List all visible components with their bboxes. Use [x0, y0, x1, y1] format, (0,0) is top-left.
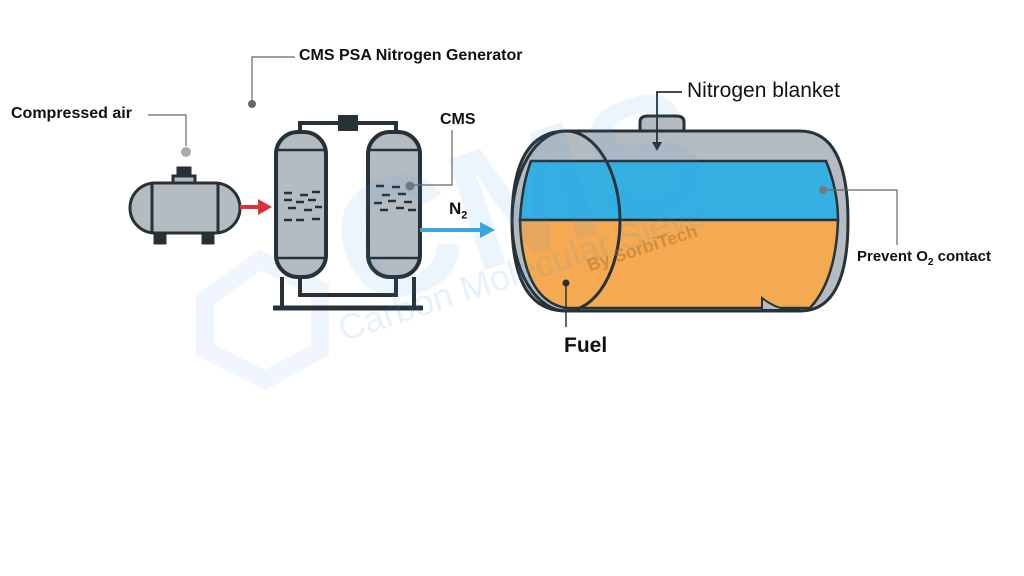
- generator-title-leader: [251, 56, 295, 100]
- air-inlet-arrow: [240, 199, 272, 215]
- air-compressor: [128, 166, 242, 245]
- psa-generator: [273, 115, 423, 311]
- prevent-tail: contact: [933, 248, 991, 265]
- n2-outlet-arrow: [420, 222, 495, 238]
- prevent-o2-label: Prevent O2 contact: [857, 248, 991, 268]
- fuel-label: Fuel: [564, 334, 608, 357]
- prevent-main: Prevent O: [857, 248, 928, 265]
- prevent-dot: [819, 186, 827, 194]
- generator-title-dot: [248, 100, 256, 108]
- nitrogen-blanket-arrowhead: [652, 142, 662, 151]
- compressed-air-label: Compressed air: [11, 105, 132, 122]
- nitrogen-blanket-label: Nitrogen blanket: [687, 79, 840, 102]
- cms-leader: [412, 130, 453, 186]
- n2-sub: 2: [461, 209, 468, 222]
- compressed-air-dot: [181, 147, 191, 157]
- cms-pellets: [284, 184, 416, 222]
- generator-title: CMS PSA Nitrogen Generator: [299, 47, 523, 64]
- prevent-leader: [826, 189, 898, 245]
- nitrogen-blanket-leader: [656, 91, 682, 146]
- watermark-hexagon: [196, 249, 329, 391]
- prevent-sub: 2: [927, 257, 934, 268]
- n2-main: N: [449, 199, 462, 218]
- compressed-air-leader: [148, 114, 187, 146]
- cms-dot: [405, 181, 415, 191]
- cms-label: CMS: [440, 111, 476, 128]
- n2-label: N2: [449, 199, 467, 221]
- fuel-dot: [562, 279, 570, 287]
- fuel-tank: [510, 114, 850, 313]
